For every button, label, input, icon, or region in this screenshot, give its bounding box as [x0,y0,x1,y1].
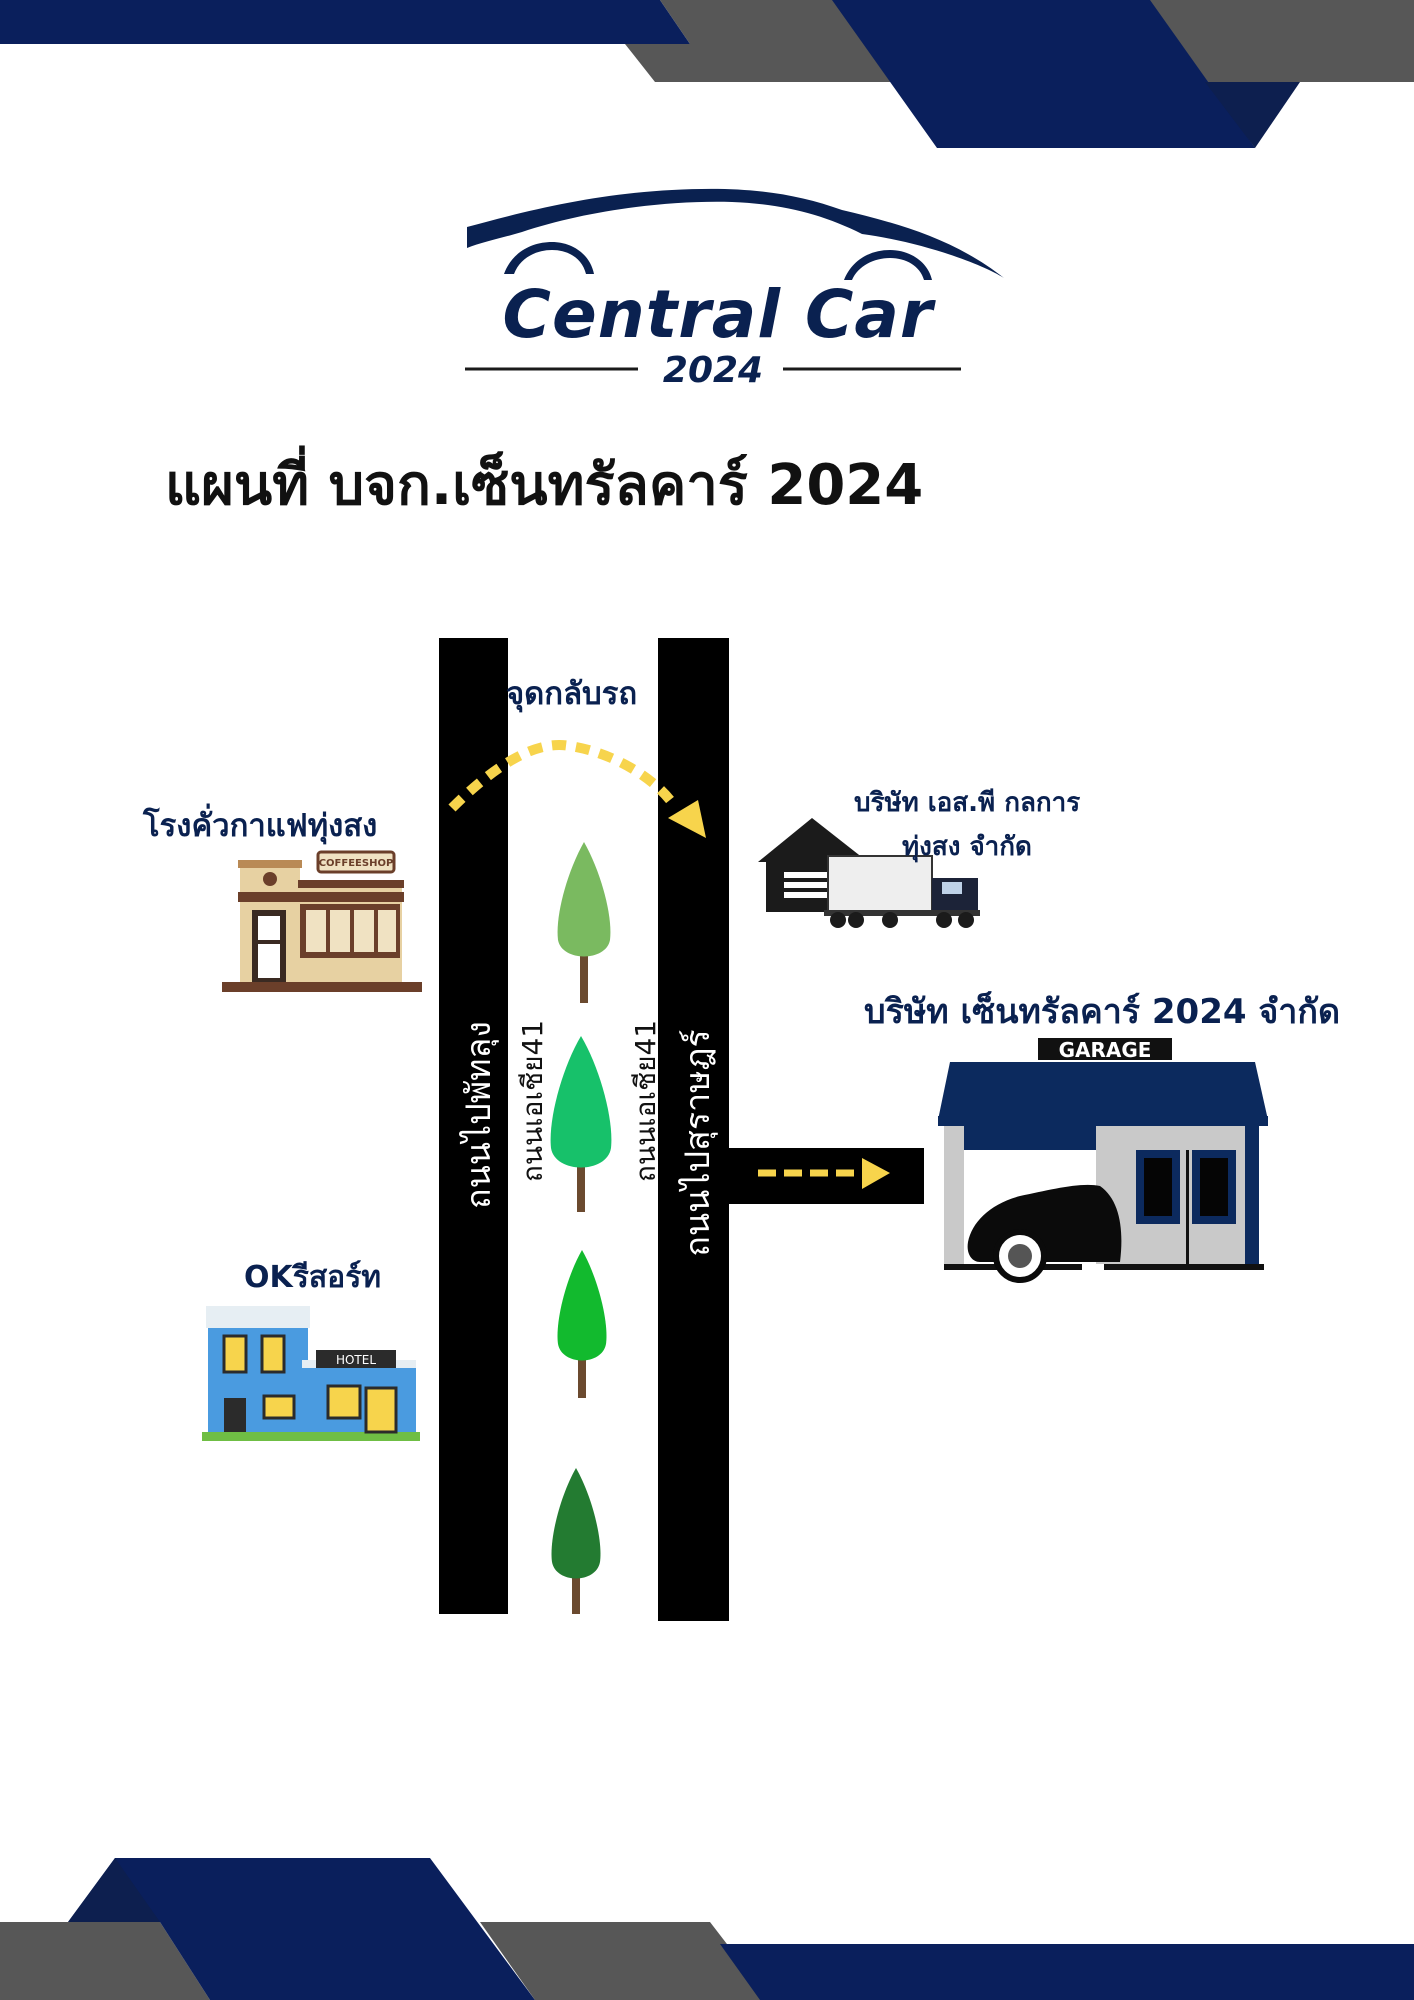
tree-icon [550,1036,612,1212]
logistics-label-line2: ทุ่งสง จำกัด [902,832,1032,862]
road-right [658,638,729,1621]
tree-icon [551,1468,601,1614]
soi-right-label: ถนนเอเชีย41 [629,1019,662,1183]
u-turn-label: จุดกลับรถ [506,676,638,712]
right-arrow-icon [758,1158,890,1189]
soi-left-label: ถนนเอเชีย41 [516,1019,549,1183]
logo-divider-lines [465,367,961,371]
coffee-sign: COFFEESHOP [319,858,394,869]
road-left-label: ถนนไปพัทลุง [459,1021,499,1210]
hotel-icon [202,1306,420,1441]
tree-icon [557,842,611,1003]
coffee-shop-icon [222,850,422,992]
garage-sign: GARAGE [1059,1038,1152,1062]
logo-year: 2024 [662,350,764,391]
hotel-label: OKรีสอร์ท [244,1260,382,1295]
tree-icon [557,1250,607,1398]
u-turn-arrow-icon [448,740,706,838]
logistics-label-line1: บริษัท เอส.พี กลการ [854,788,1081,818]
footer-band [0,1858,1414,2000]
garage-icon [938,1038,1268,1283]
logo-brand: Central Car [502,276,934,353]
road-right-label: ถนนไปสุราษฎร์ [678,1029,718,1257]
coffee-shop-label: โรงคั่วกาแฟทุ่งสง [143,808,378,844]
hotel-sign: HOTEL [336,1353,376,1367]
garage-company-label: บริษัท เซ็นทรัลคาร์ 2024 จำกัด [864,992,1341,1032]
page-title: แผนที่ บจก.เซ็นทรัลคาร์ 2024 [165,453,924,518]
warehouse-truck-icon [758,818,980,928]
road-left [439,638,508,1614]
header-band [0,0,1414,148]
car-silhouette-icon [467,188,1004,280]
